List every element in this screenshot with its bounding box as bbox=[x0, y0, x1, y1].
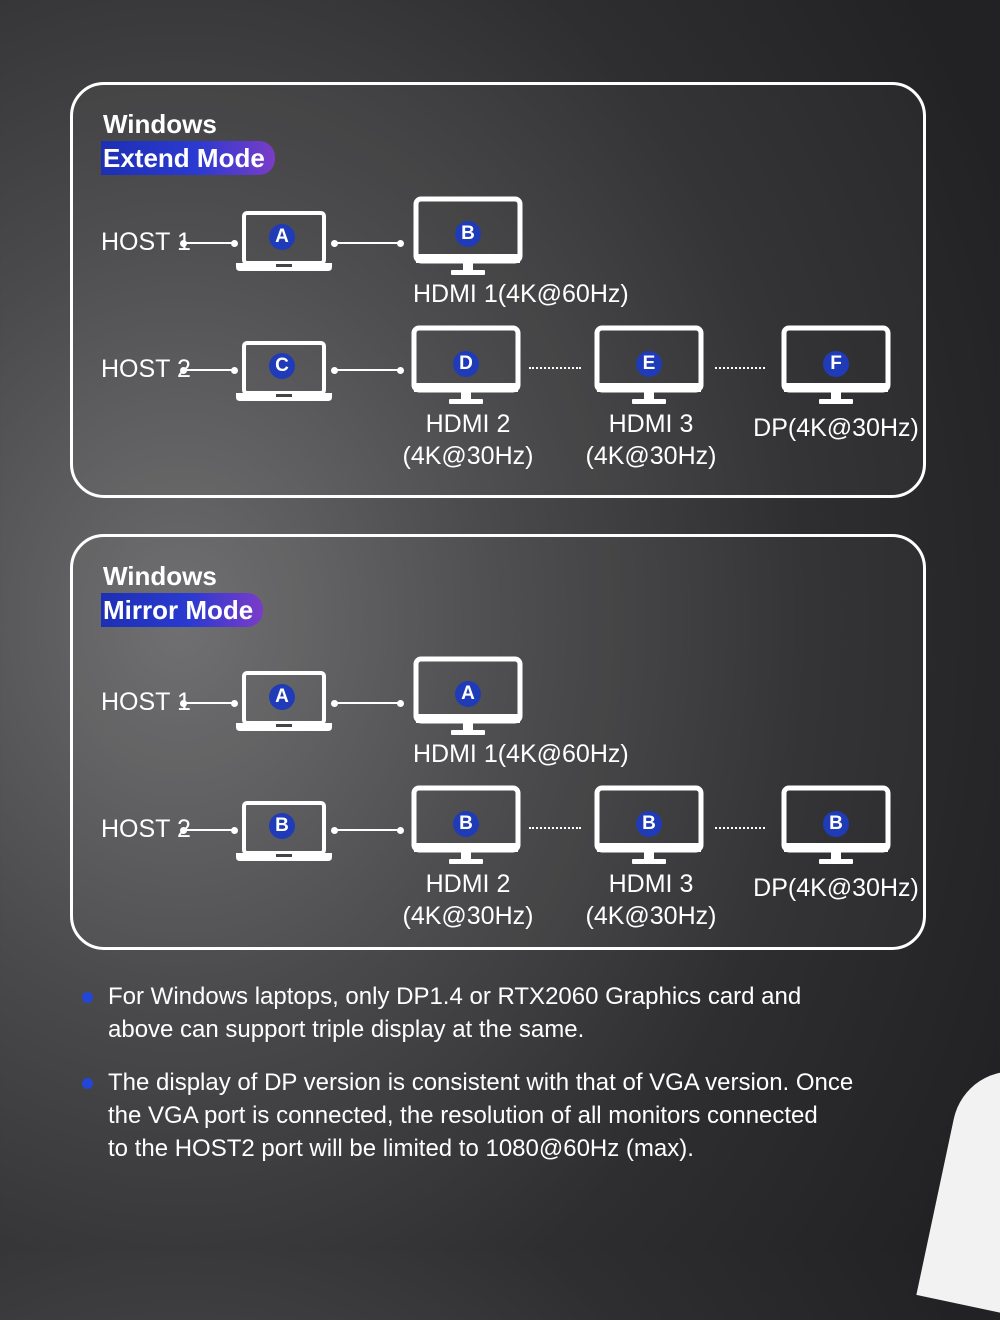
mirror-hdmi2-caption: HDMI 2 (4K@30Hz) bbox=[393, 868, 543, 932]
connector-dot bbox=[397, 240, 404, 247]
connector-dot bbox=[397, 367, 404, 374]
mirror-title-line1: Windows bbox=[103, 561, 217, 591]
extend-title-mode-highlight: Extend Mode bbox=[101, 141, 275, 175]
chain-dotted-line bbox=[715, 367, 765, 369]
extend-hdmi3-caption: HDMI 3 (4K@30Hz) bbox=[576, 408, 726, 472]
caption-line: (4K@30Hz) bbox=[585, 902, 717, 930]
connector-line bbox=[185, 829, 233, 831]
caption-line: (4K@30Hz) bbox=[585, 442, 717, 470]
connector-dot bbox=[180, 367, 187, 374]
caption-line: (4K@30Hz) bbox=[402, 442, 534, 470]
extend-hdmi2-monitor-badge: D bbox=[453, 351, 479, 377]
connector-dot bbox=[231, 367, 238, 374]
connector-line bbox=[335, 369, 399, 371]
connector-dot bbox=[331, 367, 338, 374]
connector-dot bbox=[180, 700, 187, 707]
connector-dot bbox=[231, 240, 238, 247]
extend-mode-panel: Windows Extend Mode HOST 1 A B HDMI 1(4K… bbox=[70, 82, 926, 498]
caption-line: HDMI 3 bbox=[608, 410, 694, 438]
bullet-icon bbox=[82, 992, 93, 1003]
extend-hdmi2-caption: HDMI 2 (4K@30Hz) bbox=[393, 408, 543, 472]
page-corner-decoration bbox=[916, 1060, 1000, 1320]
bullet-icon bbox=[82, 1078, 93, 1089]
mirror-mode-title: Windows Mirror Mode bbox=[101, 559, 264, 627]
connector-dot bbox=[231, 700, 238, 707]
connector-line bbox=[335, 702, 399, 704]
chain-dotted-line bbox=[715, 827, 765, 829]
extend-host1-laptop-badge: A bbox=[269, 224, 295, 250]
extend-mode-title: Windows Extend Mode bbox=[101, 107, 275, 175]
caption-line: (4K@30Hz) bbox=[402, 902, 534, 930]
note-line: the VGA port is connected, the resolutio… bbox=[108, 1102, 818, 1129]
extend-host1-monitor-caption: HDMI 1(4K@60Hz) bbox=[413, 280, 629, 308]
connector-dot bbox=[180, 240, 187, 247]
connector-dot bbox=[331, 240, 338, 247]
extend-host2-label: HOST 2 bbox=[101, 355, 191, 383]
connector-line bbox=[185, 702, 233, 704]
note-item: For Windows laptops, only DP1.4 or RTX20… bbox=[82, 980, 902, 1046]
note-item: The display of DP version is consistent … bbox=[82, 1066, 902, 1165]
extend-hdmi3-monitor-badge: E bbox=[636, 351, 662, 377]
mirror-dp-monitor-badge: B bbox=[823, 811, 849, 837]
mirror-host2-label: HOST 2 bbox=[101, 815, 191, 843]
connector-line bbox=[185, 242, 233, 244]
connector-line bbox=[185, 369, 233, 371]
mirror-mode-panel: Windows Mirror Mode HOST 1 A A HDMI 1(4K… bbox=[70, 534, 926, 950]
mirror-host2-laptop-badge: B bbox=[269, 813, 295, 839]
extend-host2-laptop-badge: C bbox=[269, 353, 295, 379]
note-line: above can support triple display at the … bbox=[108, 1016, 585, 1043]
mirror-host1-monitor-caption: HDMI 1(4K@60Hz) bbox=[413, 740, 629, 768]
chain-dotted-line bbox=[529, 827, 581, 829]
connector-dot bbox=[331, 700, 338, 707]
connector-dot bbox=[331, 827, 338, 834]
mirror-title-mode-highlight: Mirror Mode bbox=[101, 593, 264, 627]
note-line: The display of DP version is consistent … bbox=[108, 1069, 854, 1096]
notes-section: For Windows laptops, only DP1.4 or RTX20… bbox=[82, 980, 902, 1185]
mirror-hdmi2-monitor-badge: B bbox=[453, 811, 479, 837]
mirror-dp-caption: DP(4K@30Hz) bbox=[753, 874, 919, 902]
note-line: For Windows laptops, only DP1.4 or RTX20… bbox=[108, 983, 802, 1010]
extend-dp-monitor-badge: F bbox=[823, 351, 849, 377]
mirror-hdmi3-monitor-badge: B bbox=[636, 811, 662, 837]
note-line: to the HOST2 port will be limited to 108… bbox=[108, 1135, 694, 1162]
connector-dot bbox=[397, 827, 404, 834]
connector-line bbox=[335, 242, 399, 244]
extend-dp-caption: DP(4K@30Hz) bbox=[753, 414, 919, 442]
mirror-host1-label: HOST 1 bbox=[101, 688, 191, 716]
connector-dot bbox=[397, 700, 404, 707]
caption-line: HDMI 3 bbox=[608, 870, 694, 898]
extend-title-line1: Windows bbox=[103, 109, 217, 139]
mirror-host1-monitor-badge: A bbox=[455, 681, 481, 707]
extend-host1-monitor-badge: B bbox=[455, 221, 481, 247]
chain-dotted-line bbox=[529, 367, 581, 369]
connector-dot bbox=[231, 827, 238, 834]
caption-line: HDMI 2 bbox=[425, 410, 511, 438]
mirror-hdmi3-caption: HDMI 3 (4K@30Hz) bbox=[576, 868, 726, 932]
connector-dot bbox=[180, 827, 187, 834]
caption-line: HDMI 2 bbox=[425, 870, 511, 898]
mirror-host1-laptop-badge: A bbox=[269, 684, 295, 710]
connector-line bbox=[335, 829, 399, 831]
extend-host1-label: HOST 1 bbox=[101, 228, 191, 256]
